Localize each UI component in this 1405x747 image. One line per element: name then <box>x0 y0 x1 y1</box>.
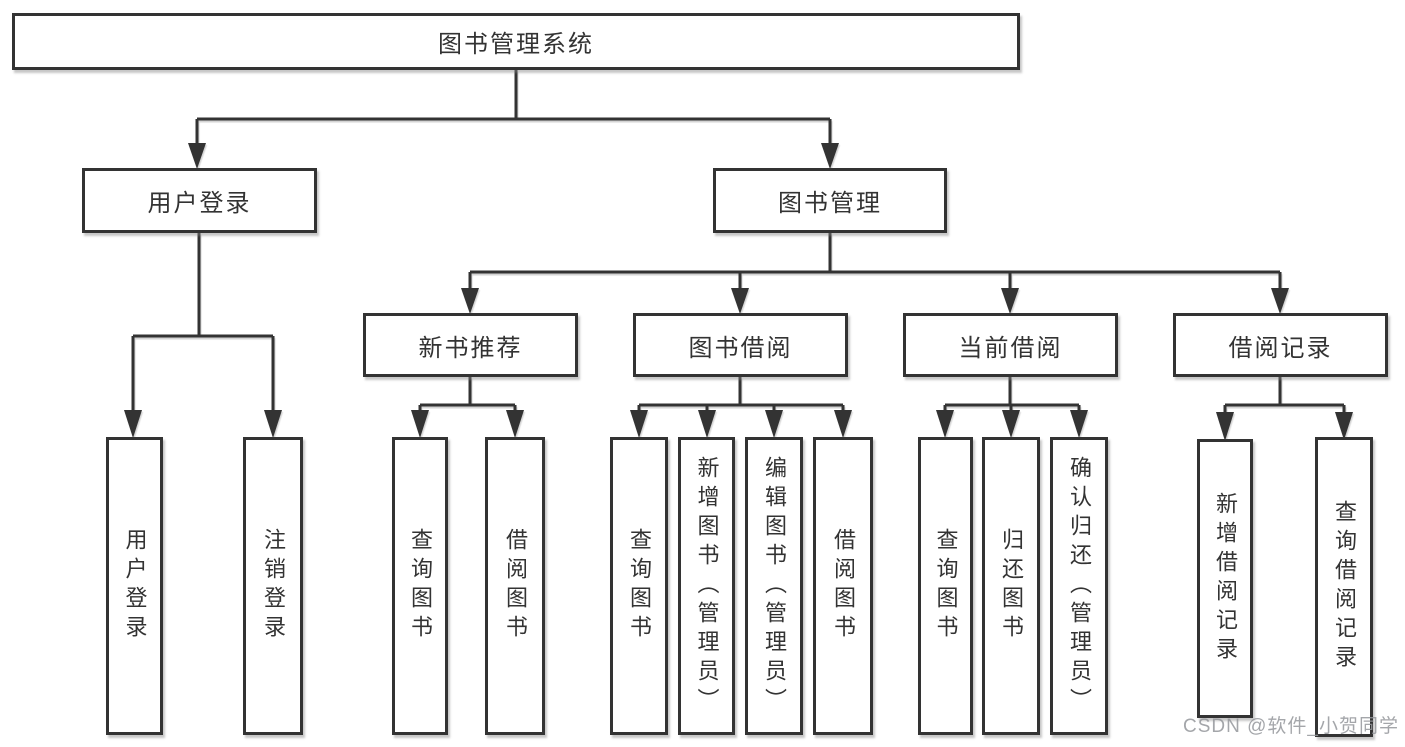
arrowheads-currentborrow-children <box>936 410 1088 438</box>
node-book-management: 图书管理 <box>713 168 947 233</box>
node-borrow-books-2: 借阅图书 <box>813 437 873 735</box>
node-query-borrow-record: 查询借阅记录 <box>1315 437 1373 737</box>
node-add-borrow-record: 新增借阅记录 <box>1197 439 1253 718</box>
node-query-books-2-label: 查询图书 <box>627 528 652 644</box>
node-current-borrow: 当前借阅 <box>903 313 1118 377</box>
arrowheads-level2 <box>188 143 839 169</box>
node-query-books-3-label: 查询图书 <box>933 528 959 644</box>
node-return-book: 归还图书 <box>982 437 1040 735</box>
node-confirm-return-admin-label: 确认归还（管理员） <box>1067 455 1092 717</box>
connector-bookborrow-children <box>637 377 845 412</box>
node-logout-label: 注销登录 <box>261 528 286 644</box>
node-add-borrow-record-label: 新增借阅记录 <box>1213 491 1238 666</box>
node-book-borrow: 图书借阅 <box>633 313 848 377</box>
connector-newbook-children <box>418 377 517 412</box>
csdn-watermark: CSDN @软件_小贺同学 <box>1183 716 1399 737</box>
node-query-books-2: 查询图书 <box>610 437 668 735</box>
node-library-system-label: 图书管理系统 <box>438 31 594 58</box>
connector-borrowrecord-children <box>1223 377 1346 414</box>
node-user-login-label: 用户登录 <box>147 190 252 217</box>
node-edit-book-admin-label: 编辑图书（管理员） <box>762 455 787 717</box>
node-borrow-books-1-label: 借阅图书 <box>503 528 528 644</box>
node-add-book-admin-label: 新增图书（管理员） <box>694 455 720 717</box>
node-query-books-3: 查询图书 <box>918 437 973 735</box>
node-borrow-books-1: 借阅图书 <box>485 437 545 735</box>
node-new-book-recommend-label: 新书推荐 <box>418 334 523 362</box>
connector-bookmgmt-to-level3 <box>468 233 1282 290</box>
arrowheads-newbook-children <box>411 410 524 438</box>
node-borrow-records: 借阅记录 <box>1173 313 1388 377</box>
arrowheads-level3 <box>461 288 1289 314</box>
arrowheads-userlogin-children <box>124 410 282 438</box>
node-book-borrow-label: 图书借阅 <box>688 334 793 362</box>
node-library-system: 图书管理系统 <box>12 13 1020 70</box>
node-confirm-return-admin: 确认归还（管理员） <box>1050 437 1108 735</box>
node-edit-book-admin: 编辑图书（管理员） <box>745 437 803 735</box>
node-borrow-books-2-label: 借阅图书 <box>831 528 856 644</box>
node-return-book-label: 归还图书 <box>999 528 1024 644</box>
arrowheads-borrowrecord-children <box>1216 412 1353 441</box>
node-borrow-records-label: 借阅记录 <box>1228 334 1333 362</box>
node-current-borrow-label: 当前借阅 <box>958 334 1063 362</box>
arrowheads-bookborrow-children <box>630 410 852 438</box>
connector-userlogin-to-children <box>131 233 275 412</box>
node-book-management-label: 图书管理 <box>778 190 882 217</box>
connector-root-to-level2 <box>195 70 832 146</box>
node-query-books-1: 查询图书 <box>392 437 448 735</box>
node-user-login: 用户登录 <box>82 168 317 233</box>
node-add-book-admin: 新增图书（管理员） <box>678 437 735 735</box>
connector-currentborrow-children <box>943 377 1081 412</box>
node-user-login-leaf: 用户登录 <box>106 437 163 735</box>
node-user-login-leaf-label: 用户登录 <box>122 528 148 644</box>
node-query-books-1-label: 查询图书 <box>408 528 433 644</box>
node-new-book-recommend: 新书推荐 <box>363 313 578 377</box>
node-logout: 注销登录 <box>243 437 303 735</box>
node-query-borrow-record-label: 查询借阅记录 <box>1332 500 1357 674</box>
